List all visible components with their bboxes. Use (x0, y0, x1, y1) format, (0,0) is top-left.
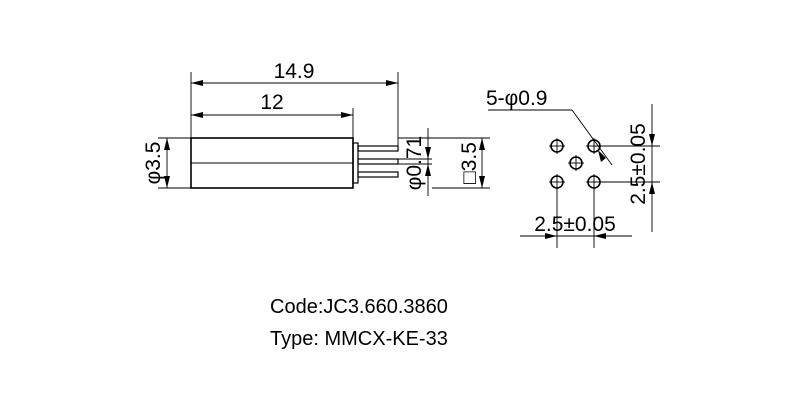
pin-middle (357, 158, 399, 165)
dim-pin-square: □3.5 (458, 142, 481, 184)
side-view: 14.9 12 φ3.5 φ0.71 □3.5 (142, 60, 490, 196)
dim-pitch-vertical: 2.5±0.05 (627, 123, 650, 205)
pin-bottom (357, 171, 399, 178)
part-type: Type: MMCX-KE-33 (270, 328, 448, 350)
part-code: Code:JC3.660.3860 (270, 296, 448, 318)
footprint-view: 5-φ0.9 2.5±0.05 2.5±0.05 (486, 87, 660, 248)
hole-top-left (549, 138, 565, 154)
hole-bottom-left (549, 174, 565, 190)
hole-spec-label: 5-φ0.9 (486, 87, 547, 110)
dim-pitch-horizontal: 2.5±0.05 (534, 213, 616, 236)
hole-center (568, 155, 584, 171)
dim-body-diameter: φ3.5 (142, 142, 165, 185)
dim-body-length: 12 (260, 91, 283, 114)
dim-pin-diameter: φ0.71 (403, 136, 426, 191)
pin-top (357, 145, 399, 152)
dim-overall-length: 14.9 (274, 60, 315, 83)
